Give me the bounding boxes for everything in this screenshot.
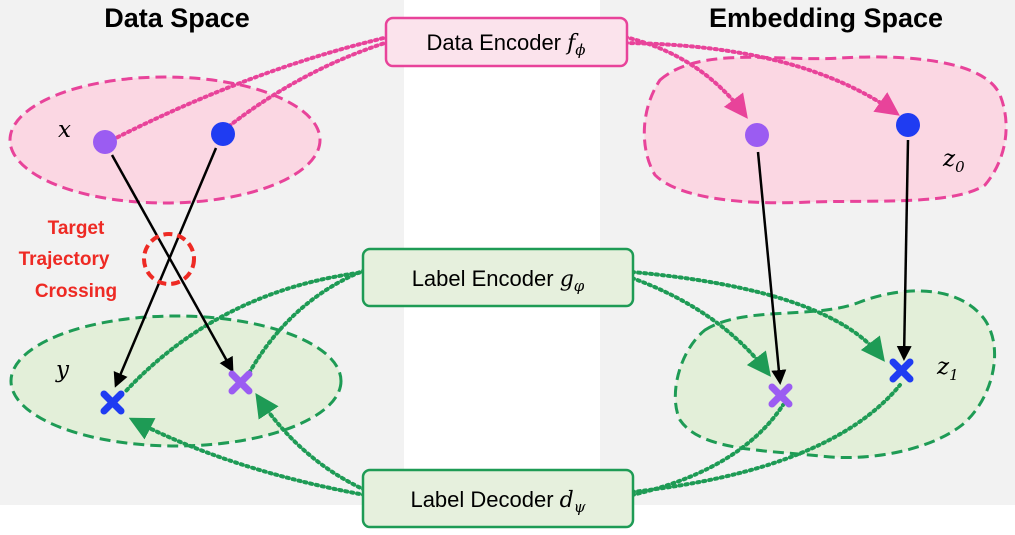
label-encoder-box: Label Encoder gφ <box>361 247 635 308</box>
encoder-link-purple-source <box>110 35 390 142</box>
data-space-title: Data Space <box>104 3 250 33</box>
encoder-arrow-purple <box>623 35 748 119</box>
label-decoder-arrow-blue <box>128 417 367 497</box>
trajectory-purple <box>110 154 234 373</box>
embedding-trajectory-blue <box>896 139 912 361</box>
data-point-blue <box>211 122 235 146</box>
crossing-label-line3: Crossing <box>35 281 117 302</box>
embedding-space-title: Embedding Space <box>709 3 943 33</box>
label-decoder-arrow-purple <box>255 393 367 492</box>
label-point-blue <box>100 390 125 415</box>
y-region-label: y <box>55 357 70 383</box>
embedding-trajectories <box>756 139 912 385</box>
encoder-link-blue-source <box>222 40 390 132</box>
data-encoder-label: Data Encoder fϕ <box>426 30 585 59</box>
embedding-point-purple <box>745 123 769 147</box>
trajectory-crossing-circle <box>142 232 196 286</box>
z0-region <box>642 55 1008 205</box>
embedded-label-point-purple <box>768 383 793 408</box>
crossing-label-line1: Target <box>48 218 105 239</box>
label-encoder-link-purple <box>246 268 367 377</box>
data-point-purple <box>93 130 117 154</box>
data-trajectories <box>110 147 234 388</box>
label-decoder-link-blue <box>630 383 902 494</box>
label-arrows <box>123 268 902 497</box>
label-encoder-link-blue <box>123 270 367 394</box>
x-region <box>8 75 322 205</box>
label-encoder-arrow-purple <box>630 276 771 377</box>
z0-region-label: z0 <box>942 146 965 176</box>
z1-region <box>673 289 997 460</box>
label-encoder-arrow-blue <box>630 270 885 362</box>
encoder-arrow-blue <box>623 41 900 116</box>
x-region-label: x <box>58 117 71 143</box>
data-encoder-box: Data Encoder fϕ <box>384 16 629 68</box>
embedded-label-point-blue <box>889 358 914 383</box>
z1-region-label: z1 <box>936 354 959 384</box>
embedding-trajectory-purple <box>756 151 787 385</box>
trajectory-blue <box>113 147 218 388</box>
data-encoder-arrows <box>110 35 900 142</box>
embedding-point-blue <box>896 113 920 137</box>
crossing-label-line2: Trajectory <box>19 249 110 270</box>
label-encoder-label: Label Encoder gφ <box>412 266 585 295</box>
label-point-purple <box>228 370 253 395</box>
label-decoder-box: Label Decoder dψ <box>361 468 635 529</box>
label-decoder-label: Label Decoder dψ <box>410 487 585 516</box>
